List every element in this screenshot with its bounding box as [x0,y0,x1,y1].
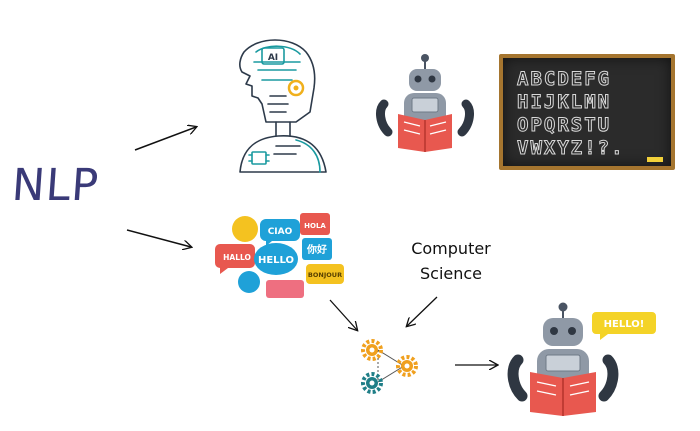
gear-orange-right [396,355,418,377]
bubble-bonjour [306,264,344,284]
bubble-hallo-text: HALLO [223,253,251,262]
arrow-nlp-to-ai [134,127,196,151]
bubble-bonjour-text: BONJOUR [308,271,342,279]
arrow-nlp-to-languages [126,229,191,247]
bubble-hallo [215,244,255,274]
ai-chip-label: AI [268,53,278,63]
chalk-piece [647,157,663,162]
gears-icon [361,339,418,394]
language-bubbles [215,213,344,298]
chalkboard-row-2: HIJKLMN [516,91,612,114]
ai-head-icon [239,39,327,173]
arrow-languages-to-gears [329,299,357,330]
arrow-cs-to-gears [407,296,438,326]
bubble-hola [300,213,330,235]
bubble-blue-small [238,271,260,293]
robot-speech-text: HELLO! [604,319,645,330]
bubble-hello-text: HELLO [258,255,294,266]
bubble-hello [254,243,298,275]
bubble-pink-bottom [266,280,304,298]
gear-teal-bottom [361,372,383,394]
chalkboard-row-3: OPQRSTU [516,114,612,137]
bubble-nihao-text: 你好 [306,243,327,256]
bubble-hola-text: HOLA [304,222,326,230]
robot-speech-bubble [592,312,656,340]
bubble-nihao [302,238,332,260]
computer-science-label: Computer Science [396,236,506,286]
gear-orange-top [361,339,383,361]
computer-science-line2: Science [419,264,483,283]
computer-science-line1: Computer [411,239,491,258]
chalkboard-row-1: ABCDEFG [516,68,612,91]
bubble-yellow-top [232,216,258,242]
reading-robot-icon [376,54,474,152]
reading-robot-bottom-icon [507,302,619,416]
bubble-ciao [260,219,300,246]
chalkboard-row-4: VWXYZ!?. [517,137,625,160]
bubble-ciao-text: CIAO [268,227,293,237]
alphabet-chalkboard: ABCDEFG HIJKLMN OPQRSTU VWXYZ!?. [499,54,675,170]
